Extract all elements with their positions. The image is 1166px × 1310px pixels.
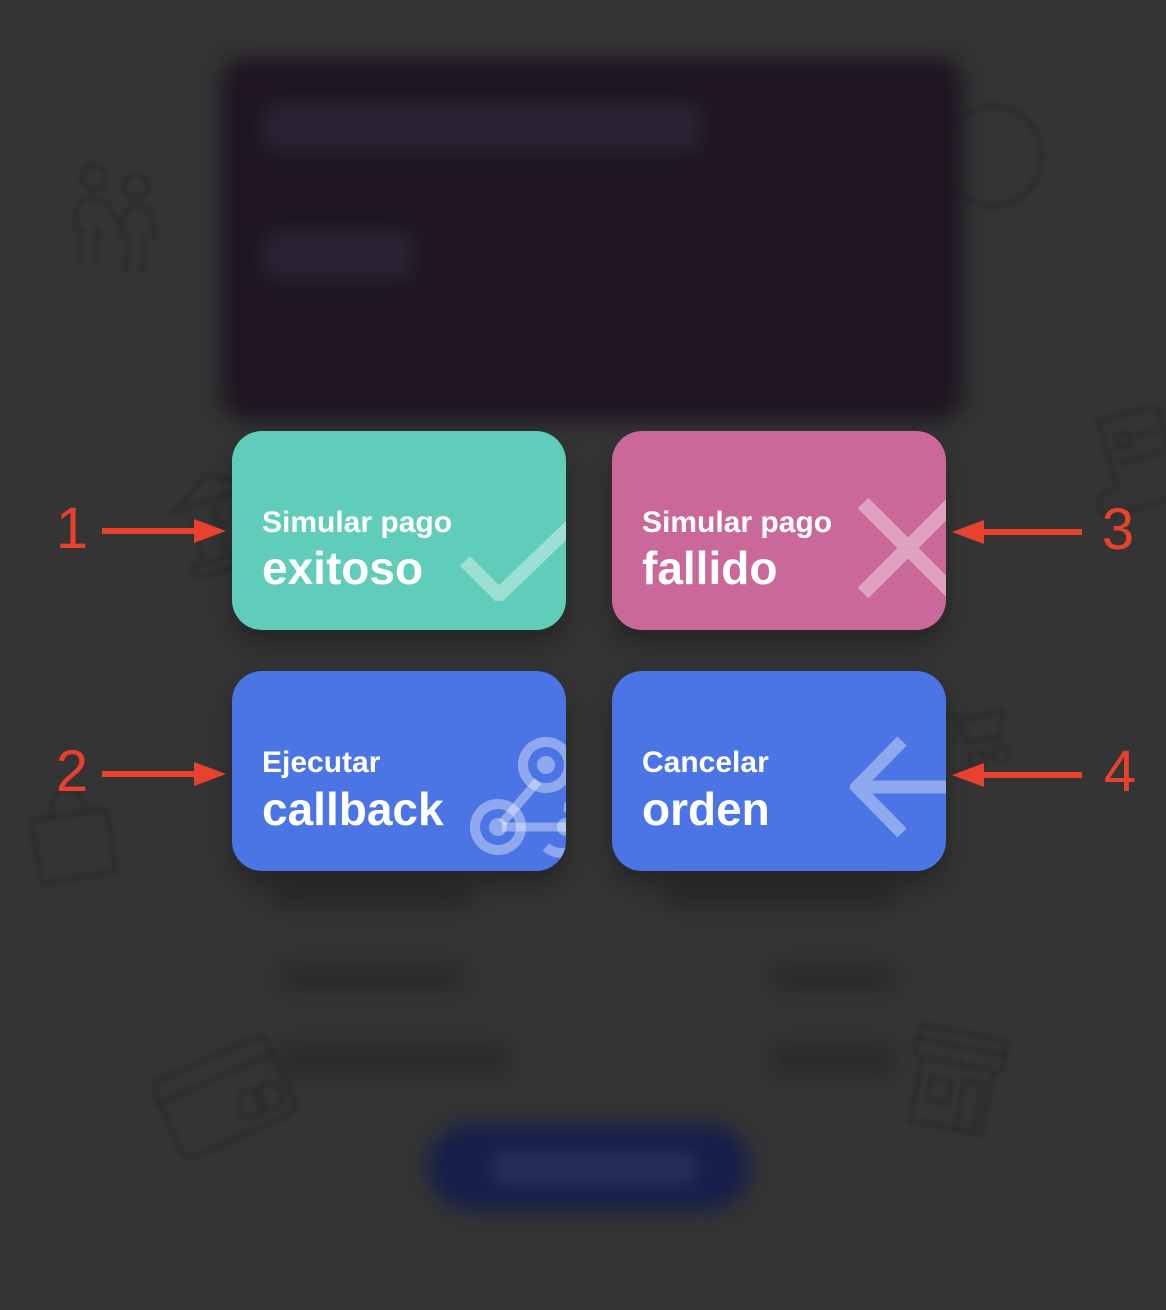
execute-callback-button[interactable]: Ejecutar callback (232, 671, 566, 871)
simulate-failure-button[interactable]: Simular pago fallido (612, 431, 946, 630)
annotation-number-1: 1 (55, 496, 89, 561)
annotation-arrow-right-2 (100, 756, 226, 792)
annotation-arrow-left-3 (952, 514, 1084, 550)
button-label-line2: exitoso (262, 542, 424, 595)
blurred-form-row (268, 882, 473, 910)
blurred-card-title-bar (262, 102, 702, 152)
blurred-form-row (278, 1042, 508, 1076)
cancel-order-button[interactable]: Cancelar orden (612, 671, 946, 871)
blurred-form-row (664, 880, 896, 910)
button-label-line2: fallido (642, 542, 778, 595)
button-label-line1: Cancelar (642, 746, 769, 780)
simulate-success-button[interactable]: Simular pago exitoso (232, 431, 566, 630)
annotation-number-4: 4 (1103, 739, 1137, 804)
blurred-top-card (222, 58, 962, 420)
blurred-card-chip (262, 230, 414, 280)
annotation-number-2: 2 (55, 739, 89, 804)
button-label-line1: Ejecutar (262, 746, 381, 780)
annotation-number-3: 3 (1101, 497, 1135, 562)
button-label-line1: Simular pago (262, 505, 453, 539)
button-label-line2: orden (642, 782, 770, 835)
annotation-arrow-left-4 (952, 757, 1084, 793)
blurred-form-row (772, 1042, 896, 1076)
blurred-submit-label (492, 1152, 696, 1184)
blurred-form-row (278, 962, 466, 992)
blurred-submit-button[interactable] (428, 1124, 750, 1210)
receipt-icon (1068, 396, 1166, 534)
button-label-line1: Simular pago (642, 505, 833, 539)
people-icon (62, 160, 172, 280)
annotation-arrow-right-1 (100, 513, 226, 549)
shopping-bag-icon (18, 775, 128, 894)
blurred-form-row (772, 962, 896, 992)
button-label-line2: callback (262, 782, 444, 835)
storefront-icon (888, 1016, 1020, 1150)
